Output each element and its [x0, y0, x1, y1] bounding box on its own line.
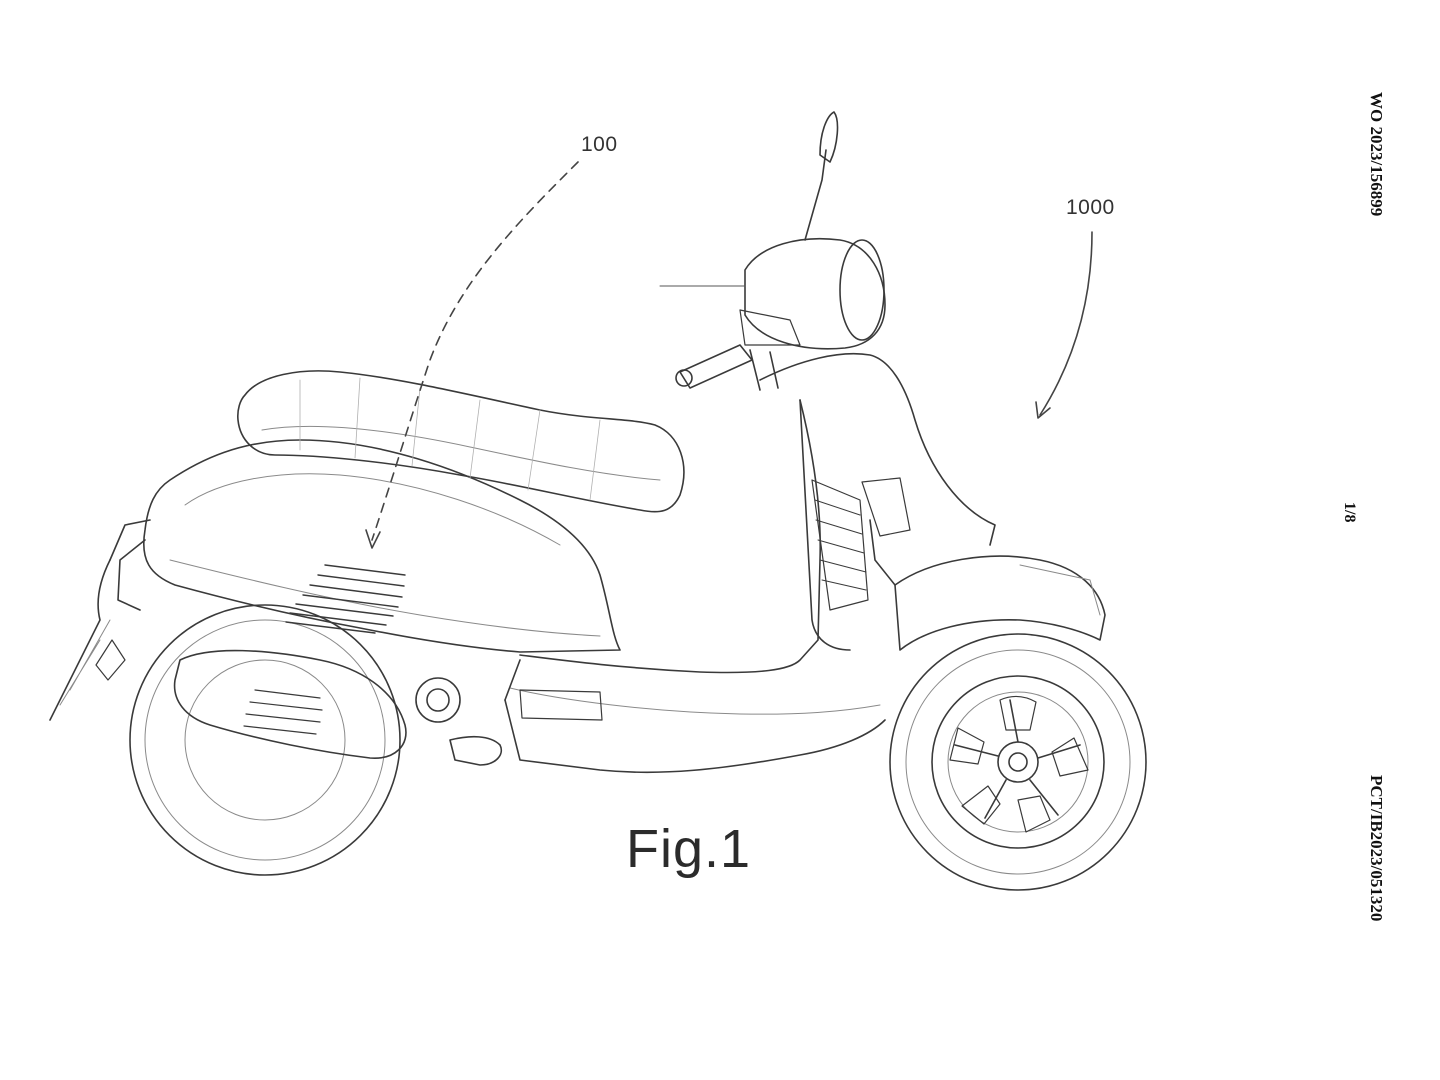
- page-number: 1/8: [1341, 502, 1358, 523]
- front-fender: [869, 519, 1106, 651]
- reference-leader-100: [365, 161, 579, 549]
- reference-numeral-1000: 1000: [1066, 196, 1115, 219]
- rear-wheel: [129, 604, 401, 876]
- rear-body: [109, 439, 621, 653]
- front-wheel: [889, 633, 1147, 891]
- reference-leader-1000: [1035, 231, 1093, 419]
- reference-numeral-100: 100: [581, 133, 618, 156]
- engine-block: [173, 649, 502, 766]
- leg-shield: [759, 352, 996, 651]
- mirror: [804, 111, 839, 241]
- application-number: PCT/IB2023/051320: [1367, 775, 1386, 922]
- figure-caption: Fig.1: [626, 819, 752, 879]
- seat: [237, 370, 685, 513]
- publication-number: WO 2023/156899: [1367, 92, 1386, 217]
- floorboard: [504, 399, 886, 774]
- handlebar-headset: [659, 237, 886, 391]
- side-vent-grille: [285, 564, 406, 634]
- rear-tail: [49, 559, 126, 721]
